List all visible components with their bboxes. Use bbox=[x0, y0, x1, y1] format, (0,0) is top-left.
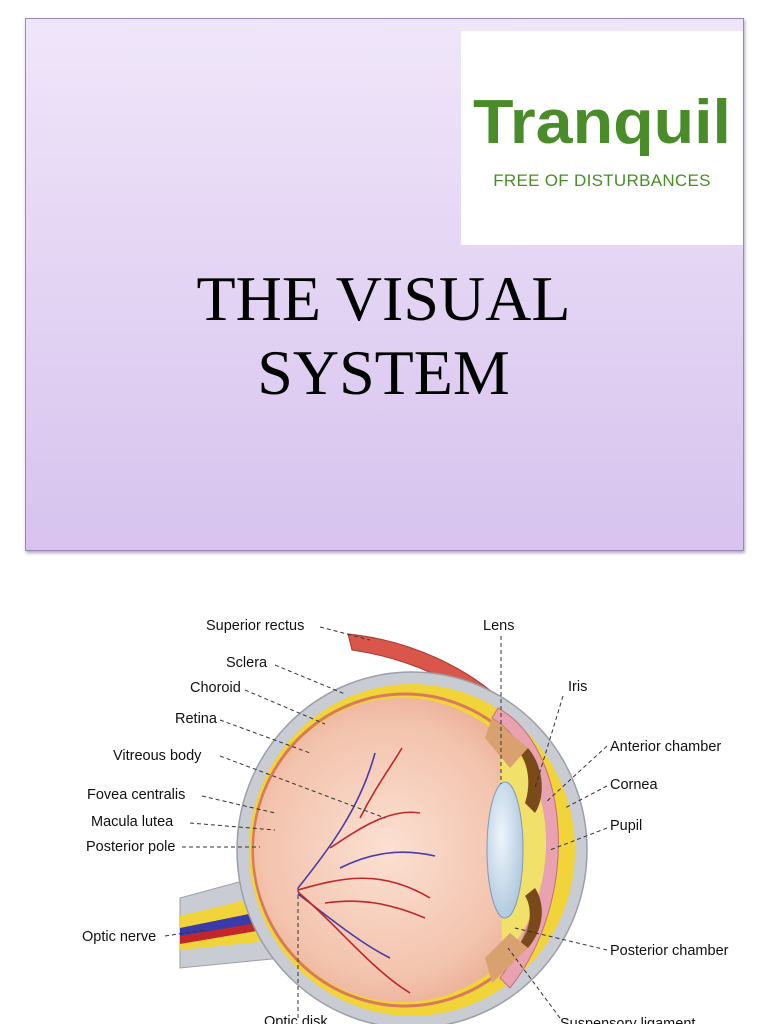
label-posterior-pole: Posterior pole bbox=[86, 839, 175, 855]
title-line-2: SYSTEM bbox=[257, 337, 510, 408]
label-optic-nerve: Optic nerve bbox=[82, 929, 156, 945]
label-superior-rectus: Superior rectus bbox=[206, 618, 304, 634]
label-posterior-chamber: Posterior chamber bbox=[610, 943, 729, 959]
logo-tagline: FREE OF DISTURBANCES bbox=[493, 171, 711, 190]
slide-title: THE VISUAL SYSTEM bbox=[25, 262, 742, 410]
retinal-vessels bbox=[297, 747, 436, 994]
label-anterior-chamber: Anterior chamber bbox=[610, 739, 721, 755]
tranquil-wordmark: Tranquil bbox=[473, 88, 731, 157]
label-pupil: Pupil bbox=[610, 818, 642, 834]
svg-text:Tranquil: Tranquil bbox=[473, 88, 731, 157]
vitreous-body bbox=[254, 698, 550, 1002]
label-vitreous-body: Vitreous body bbox=[113, 748, 202, 764]
label-suspensory-ligament: Suspensory ligament bbox=[560, 1016, 695, 1024]
label-optic-disk: Optic disk bbox=[264, 1014, 328, 1024]
label-fovea-centralis: Fovea centralis bbox=[87, 787, 185, 803]
label-choroid: Choroid bbox=[190, 680, 241, 696]
eye-anatomy-diagram: Superior rectus Sclera Choroid Retina Vi… bbox=[82, 618, 729, 1024]
label-lens: Lens bbox=[483, 618, 514, 634]
ciliary-body bbox=[485, 718, 528, 768]
label-sclera: Sclera bbox=[226, 655, 268, 671]
label-iris: Iris bbox=[568, 679, 587, 695]
label-cornea: Cornea bbox=[610, 777, 658, 793]
tranquil-logo: Tranquil FREE OF DISTURBANCES bbox=[461, 31, 743, 245]
iris bbox=[520, 748, 542, 813]
title-line-1: THE VISUAL bbox=[196, 263, 571, 334]
label-retina: Retina bbox=[175, 711, 218, 727]
lens bbox=[486, 781, 524, 919]
label-macula-lutea: Macula lutea bbox=[91, 814, 174, 830]
